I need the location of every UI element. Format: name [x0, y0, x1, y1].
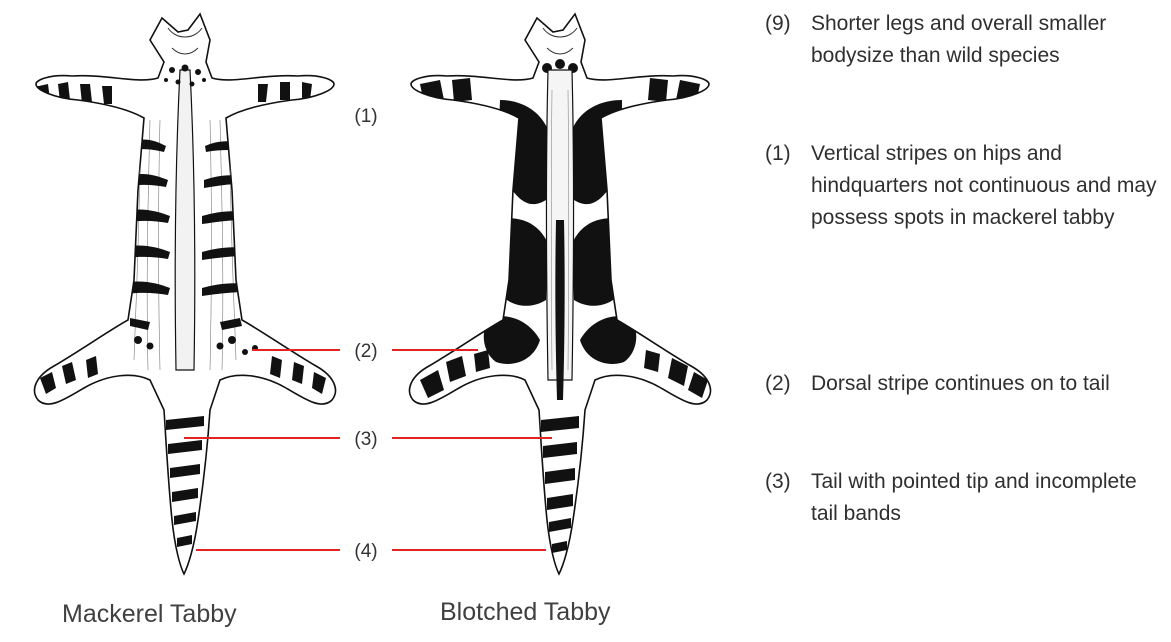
marker-4: (4): [354, 541, 377, 562]
note-item: (3) Tail with pointed tip and incomplete…: [765, 466, 1165, 530]
blotched-tabby-pelt: [410, 14, 711, 574]
note-text: Dorsal stripe continues on to tail: [811, 368, 1165, 400]
marker-3: (3): [354, 429, 377, 450]
note-number: (1): [765, 138, 791, 170]
note-text: Shorter legs and overall smaller bodysiz…: [811, 8, 1165, 72]
note-item: (9) Shorter legs and overall smaller bod…: [765, 8, 1165, 72]
note-number: (9): [765, 8, 791, 40]
note-text: Vertical stripes on hips and hindquarter…: [811, 138, 1165, 234]
caption-blotched-tabby: Blotched Tabby: [440, 598, 611, 627]
note-number: (2): [765, 368, 791, 400]
blotched-markings: [420, 59, 708, 553]
mackerel-stripes: [30, 65, 326, 548]
note-number: (3): [765, 466, 791, 498]
mackerel-tabby-pelt: [30, 14, 335, 574]
tabby-pelt-diagram: (1) (2) (3) (4): [0, 0, 760, 590]
markers: (1) (2) (3) (4): [354, 106, 377, 562]
marker-1: (1): [354, 106, 377, 127]
note-item: (2) Dorsal stripe continues on to tail: [765, 368, 1165, 400]
note-text: Tail with pointed tip and incomplete tai…: [811, 466, 1165, 530]
caption-mackerel-tabby: Mackerel Tabby: [62, 600, 237, 629]
leader-lines: [184, 350, 552, 550]
note-item: (1) Vertical stripes on hips and hindqua…: [765, 138, 1165, 234]
marker-2: (2): [354, 341, 377, 362]
